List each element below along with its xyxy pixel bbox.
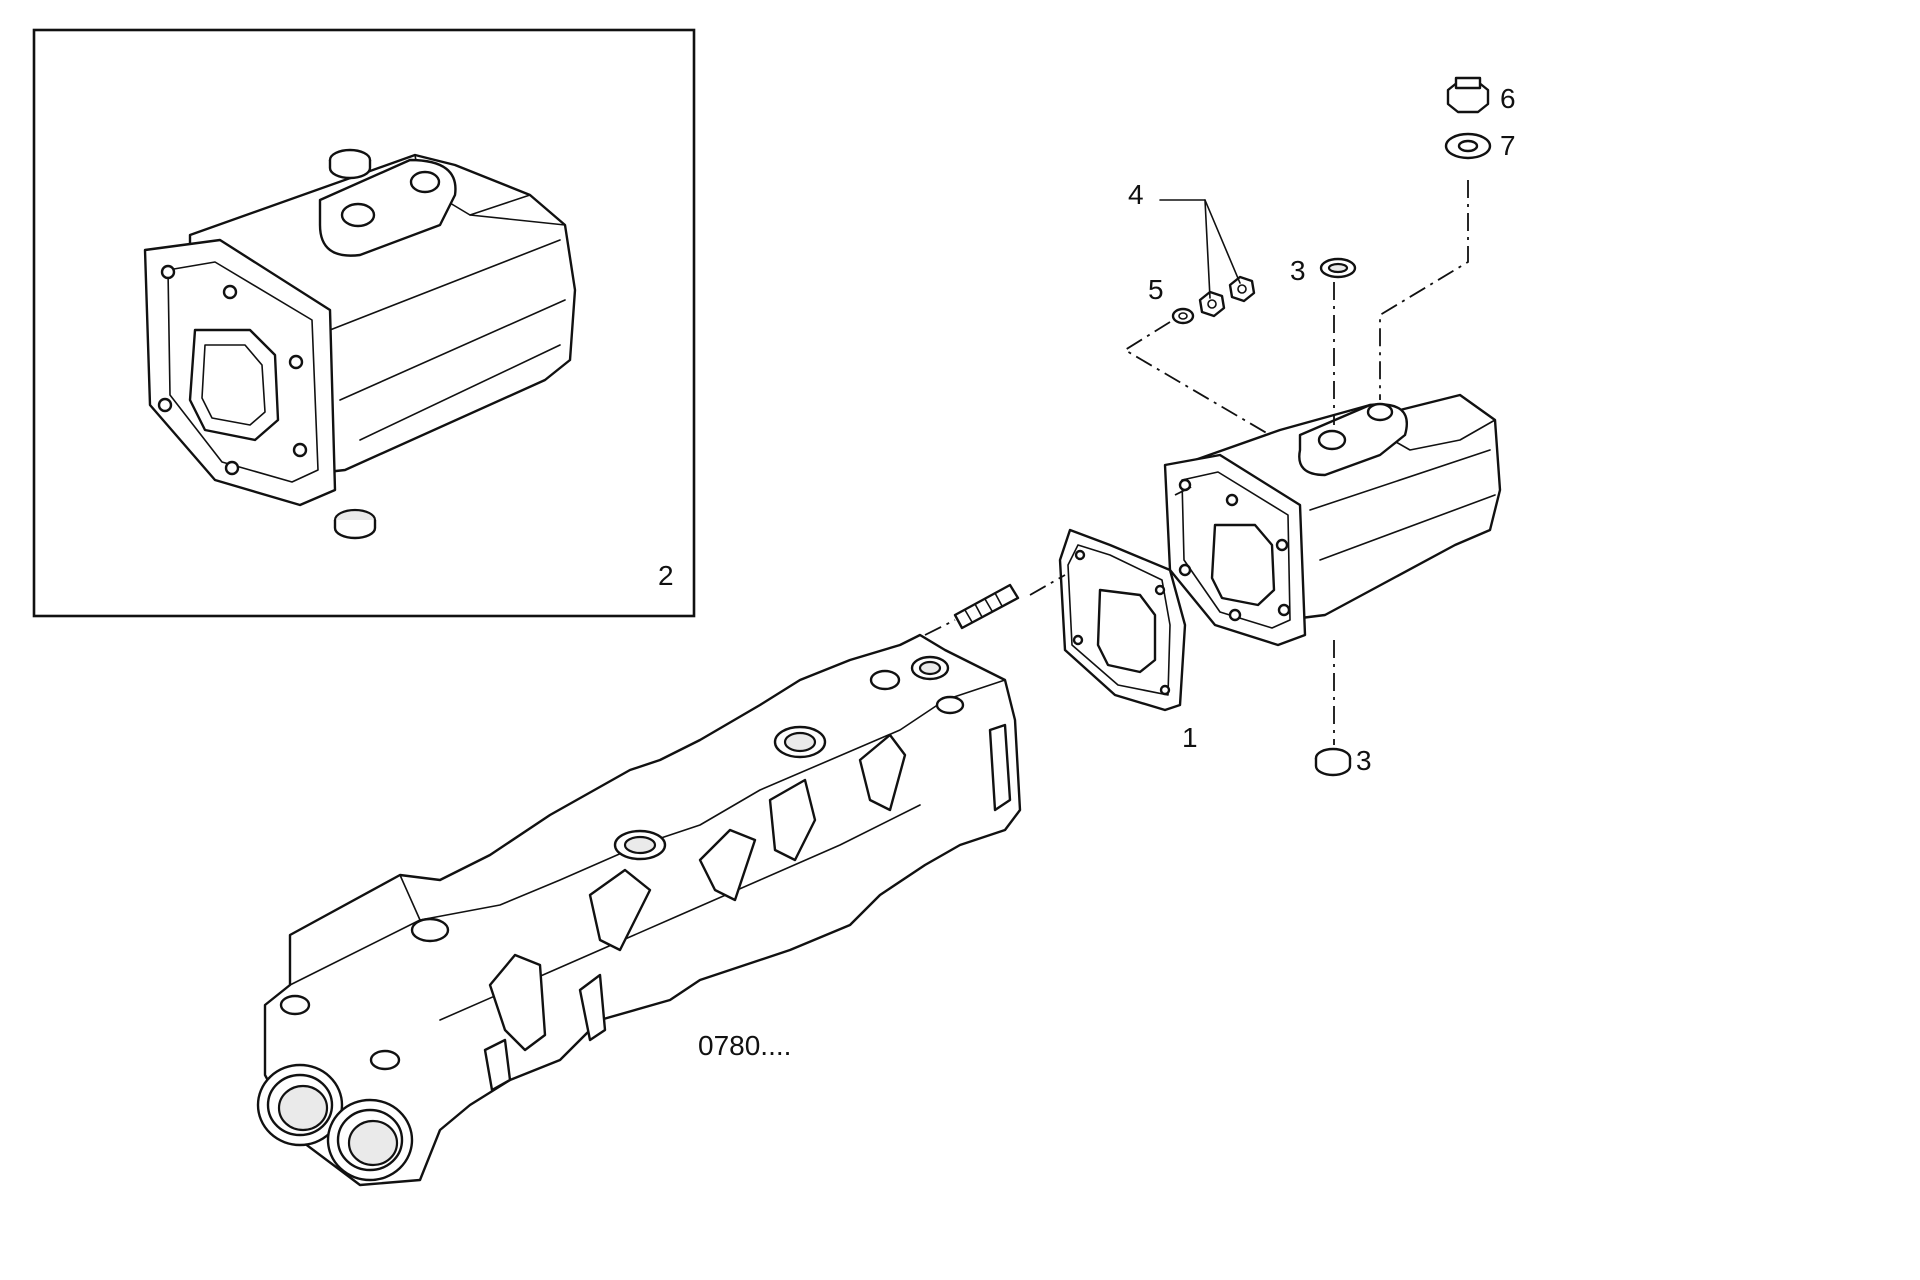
outlet-tube-left	[256, 1063, 344, 1147]
inset-plug-bottom[interactable]	[333, 508, 377, 540]
outlet-tube-right	[326, 1098, 414, 1182]
bleed-screw-6[interactable]	[1446, 76, 1490, 114]
inset-plug-top[interactable]	[328, 148, 372, 180]
assembly-centerlines	[924, 180, 1469, 745]
plug-3-bottom[interactable]	[1314, 747, 1352, 777]
pump-housing[interactable]	[1163, 393, 1502, 647]
callout-4: 4	[1128, 179, 1144, 210]
nut-4b[interactable]	[1228, 275, 1256, 303]
callout-3-top: 3	[1290, 255, 1306, 286]
washer-5[interactable]	[1171, 307, 1195, 325]
callout-6: 6	[1500, 83, 1516, 114]
main-body-casting[interactable]	[256, 633, 1022, 1187]
inset-pump-housing[interactable]	[143, 148, 577, 540]
top-port	[613, 829, 667, 861]
washer-7[interactable]	[1444, 132, 1492, 160]
plug-3-top[interactable]	[1319, 257, 1357, 279]
callout-7: 7	[1500, 130, 1516, 161]
gasket[interactable]	[1058, 528, 1187, 712]
nut-4a[interactable]	[1198, 290, 1226, 318]
drawing-code: 0780....	[698, 1030, 791, 1061]
callout-3-bottom: 3	[1356, 745, 1372, 776]
callout-5: 5	[1148, 274, 1164, 305]
callout-1: 1	[1182, 722, 1198, 753]
callout-2: 2	[658, 560, 674, 591]
leader-4	[1159, 199, 1241, 299]
stud-bolt[interactable]	[953, 583, 1020, 630]
inset-detail-panel: 2	[32, 28, 696, 618]
